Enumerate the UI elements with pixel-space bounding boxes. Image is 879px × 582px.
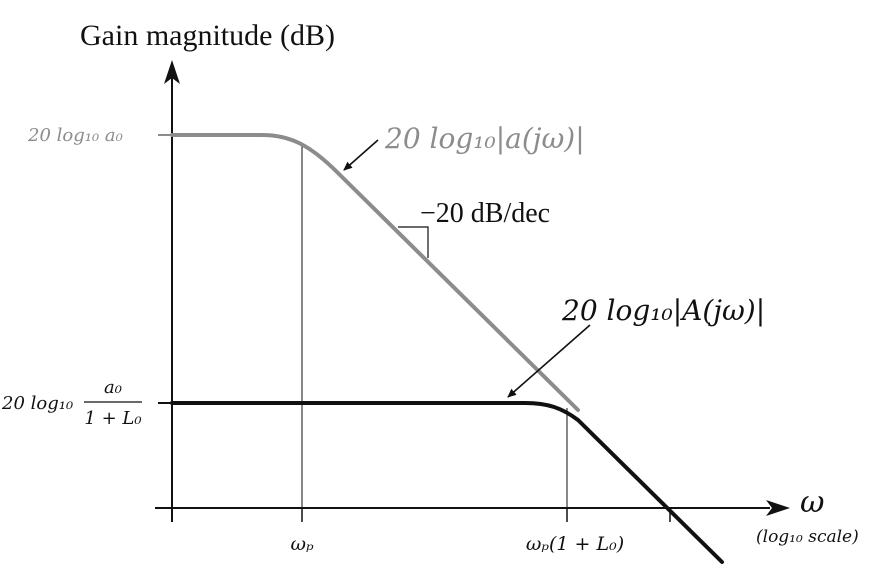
closed-loop-curve-label: 20 log₁₀|A(jω)| [561,294,765,327]
closed-loop-curve [170,401,724,564]
closed-loop-level-numerator: a₀ [104,377,122,398]
y-axis-title: Gain magnitude (dB) [80,19,335,52]
y-axis-arrow [164,60,180,84]
open-loop-curve-label: 20 log₁₀|a(jω)| [384,122,585,155]
open-loop-curve [170,133,580,412]
slope-label: −20 dB/dec [420,198,550,229]
x-axis-scale-label: (log₁₀ scale) [756,527,859,547]
x-tick-label-wp: ωₚ [290,533,313,555]
x-axis-symbol: ω [800,485,824,520]
slope-triangle [398,226,429,258]
closed-loop-level-prefix: 20 log₁₀ [1,393,73,414]
open-loop-level-label: 20 log₁₀ a₀ [27,125,123,146]
x-tick-label-wp-1pl: ωₚ(1 + L₀) [526,533,624,555]
x-axis-arrow [766,500,790,516]
open-loop-leader-arrow [343,139,379,171]
closed-loop-leader-arrow [507,324,591,398]
closed-loop-level-denominator: 1 + L₀ [84,408,141,429]
